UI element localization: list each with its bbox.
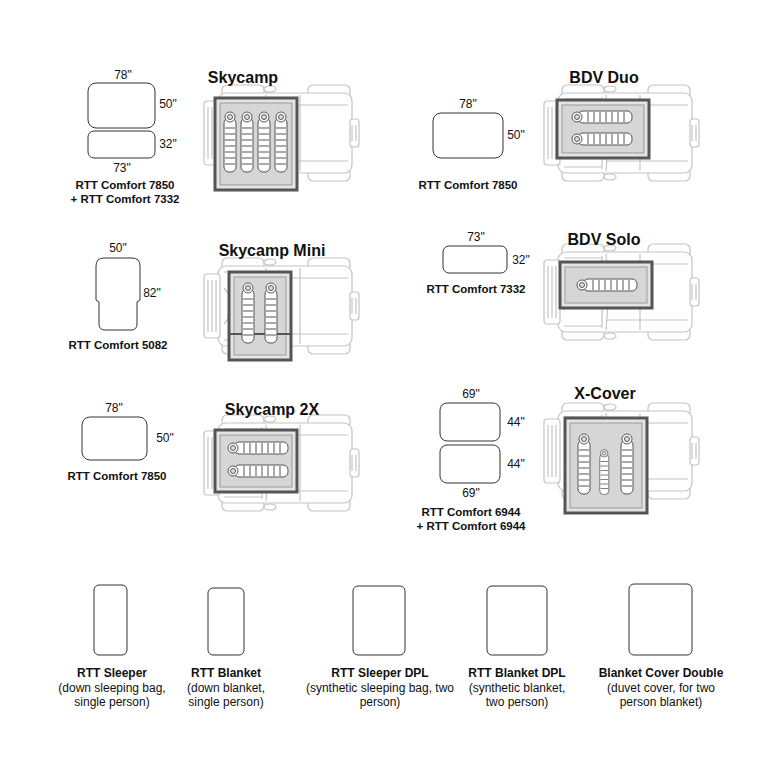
product-description: (synthetic blanket, two person) [460, 681, 575, 710]
dimension-label: 78" [114, 68, 132, 82]
product-description: (down blanket, single person) [179, 681, 274, 710]
product-name: Blanket Cover Double [599, 666, 724, 680]
product-title: Skycamp Mini [219, 241, 326, 260]
tent [229, 272, 291, 360]
tent-floor [234, 277, 286, 355]
dimension-label: 50" [159, 97, 177, 111]
dimension-label: 32" [159, 137, 177, 151]
mattress-outline [440, 403, 500, 441]
tent-floor [562, 105, 644, 153]
mattress-name: RTT Comfort 5082 [68, 339, 167, 353]
sleeping-bag [572, 111, 632, 123]
dimension-label: 32" [512, 253, 530, 267]
car-top-view [204, 415, 359, 511]
tent [557, 100, 649, 158]
tent-seam [229, 333, 291, 335]
product-outline [94, 585, 127, 655]
sleeping-bag [572, 133, 632, 145]
sleeping-bag [578, 434, 590, 494]
product-title: X-Cover [574, 384, 635, 403]
mattress-name: RTT Comfort 7850 [75, 179, 174, 193]
product-description: (down sleeping bag, single person) [50, 681, 175, 710]
dimension-label: 69" [462, 486, 480, 500]
sleeping-bag [258, 112, 270, 172]
dimension-label: 82" [143, 286, 161, 300]
mattress-name: RTT Comfort 7850 [67, 470, 166, 484]
tent-floor [570, 423, 642, 508]
sleeping-bag [621, 434, 633, 494]
sleeping-bag [224, 112, 236, 172]
product-title: BDV Solo [568, 230, 641, 249]
mattress-outline [433, 113, 503, 158]
sleeping-bag [241, 112, 253, 172]
mattress-name: RTT Comfort 6944 [421, 506, 520, 520]
dimension-label: 50" [109, 241, 127, 255]
tent-floor [220, 435, 292, 487]
sleeping-bag [275, 112, 287, 172]
mattress-outline [82, 417, 147, 460]
product-outline [353, 586, 405, 655]
mattress-outline [440, 445, 500, 483]
product-title: BDV Duo [569, 68, 638, 87]
mattress-outline [96, 258, 140, 330]
mattress-name: + RTT Comfort 7332 [71, 193, 180, 207]
product-name: RTT Sleeper DPL [331, 666, 428, 680]
product-description: (duvet cover, for two person blanket) [591, 681, 731, 710]
mattress-name: RTT Comfort 7850 [418, 179, 517, 193]
mattress-name: RTT Comfort 7332 [426, 283, 525, 297]
sleeping-bag [577, 279, 637, 291]
car-top-view [544, 85, 699, 181]
dimension-label: 73" [467, 230, 485, 244]
product-outline [208, 588, 244, 655]
sleeping-bag [228, 465, 288, 477]
tent [560, 262, 652, 308]
sleeping-bag [600, 450, 609, 495]
mattress-outline [443, 246, 507, 273]
car-top-view [544, 244, 699, 340]
dimension-label: 69" [462, 387, 480, 401]
sleeping-bag [228, 442, 288, 454]
mattress-outline [88, 131, 155, 158]
mattress-name: + RTT Comfort 6944 [417, 520, 526, 534]
product-outline [487, 586, 547, 655]
dimension-label: 78" [459, 97, 477, 111]
tent [215, 98, 297, 190]
dimension-label: 73" [113, 161, 131, 175]
tent-floor [220, 103, 292, 185]
sleeping-bag [265, 283, 277, 343]
tent [215, 430, 297, 492]
product-description: (synthetic sleeping bag, two person) [305, 681, 455, 710]
product-name: RTT Blanket DPL [468, 666, 565, 680]
product-title: Skycamp 2X [225, 400, 319, 419]
dimension-label: 44" [507, 415, 525, 429]
dimension-label: 44" [507, 457, 525, 471]
mattress-outline [88, 83, 155, 128]
product-name: RTT Blanket [191, 666, 261, 680]
dimension-label: 50" [156, 431, 174, 445]
product-outline [629, 584, 692, 655]
dimension-label: 50" [507, 128, 525, 142]
tent [565, 418, 647, 513]
sleeping-bag [242, 283, 254, 343]
product-name: RTT Sleeper [77, 666, 147, 680]
product-title: Skycamp [208, 68, 278, 87]
tent-floor [565, 267, 647, 303]
dimension-label: 78" [105, 401, 123, 415]
